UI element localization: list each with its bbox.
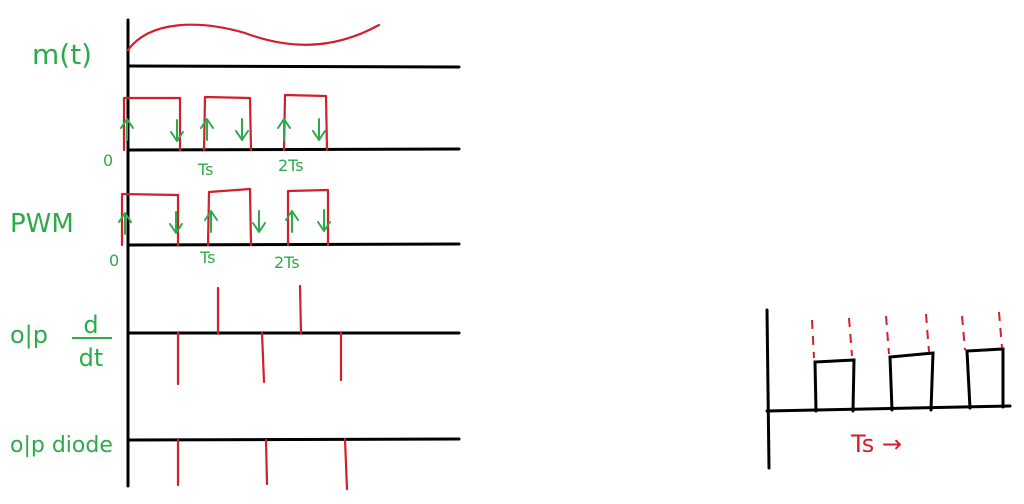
- message-axis: [126, 64, 461, 69]
- up-arrow-icon: [277, 118, 291, 141]
- ddt-denominator: dt: [79, 344, 104, 372]
- down-arrow-icon: [170, 119, 184, 142]
- inset-dashed-marker: [811, 319, 815, 359]
- up-arrow-icon: [204, 210, 218, 233]
- diode-axis: [126, 437, 461, 442]
- pwm-axis: [126, 242, 461, 247]
- up-arrow-icon: [200, 118, 214, 141]
- inset-dashed-marker: [848, 317, 853, 357]
- diode-spike: [264, 438, 269, 486]
- pwm-pulse-2: [206, 187, 253, 247]
- down-arrow-icon: [235, 118, 249, 141]
- tick-zero-upper: 0: [103, 151, 113, 170]
- diode-output-label: o|p diode: [10, 433, 113, 458]
- sample-pulse-1: [122, 96, 182, 152]
- ddt-numerator: d: [83, 311, 98, 339]
- tick-2ts-lower: 2Ts: [274, 253, 300, 272]
- derivative-output-label: o|p: [10, 321, 48, 349]
- inset-period-label: Ts →: [850, 430, 902, 458]
- up-arrow-icon: [285, 210, 299, 233]
- message-label: m(t): [32, 38, 92, 71]
- inset-vertical-axis: [765, 308, 771, 470]
- down-arrow-icon: [312, 118, 326, 141]
- sampling-axis: [126, 147, 461, 152]
- pwm-pulse-3: [286, 188, 330, 247]
- tick-ts-lower: Ts: [199, 248, 215, 267]
- inset-pulse-2: [888, 351, 935, 412]
- up-arrow-icon: [118, 212, 132, 235]
- message-waveform: [126, 23, 381, 52]
- inset-horizontal-axis: [765, 404, 1012, 413]
- inset-pulse-1: [813, 358, 856, 413]
- inset-dashed-marker: [925, 313, 930, 353]
- diode-spike: [343, 437, 349, 491]
- down-arrow-icon: [169, 211, 183, 234]
- down-arrow-icon: [317, 209, 331, 232]
- inset-dashed-marker: [961, 315, 966, 351]
- sample-pulse-3: [282, 93, 329, 152]
- tick-ts-upper: Ts: [197, 160, 213, 179]
- inset-pulse-diagram: Ts →: [765, 308, 1012, 470]
- down-arrow-icon: [252, 210, 266, 233]
- inset-dashed-marker: [998, 311, 1003, 349]
- inset-dashed-marker: [885, 315, 890, 355]
- tick-zero-lower: 0: [109, 251, 119, 270]
- derivative-spike-negative: [260, 331, 266, 384]
- tick-2ts-upper: 2Ts: [278, 156, 304, 175]
- pwm-pulse-1: [120, 192, 180, 247]
- up-arrow-icon: [120, 118, 134, 141]
- inset-pulse-3: [965, 347, 1005, 410]
- derivative-spike-positive: [298, 284, 303, 335]
- pwm-label: PWM: [10, 209, 74, 239]
